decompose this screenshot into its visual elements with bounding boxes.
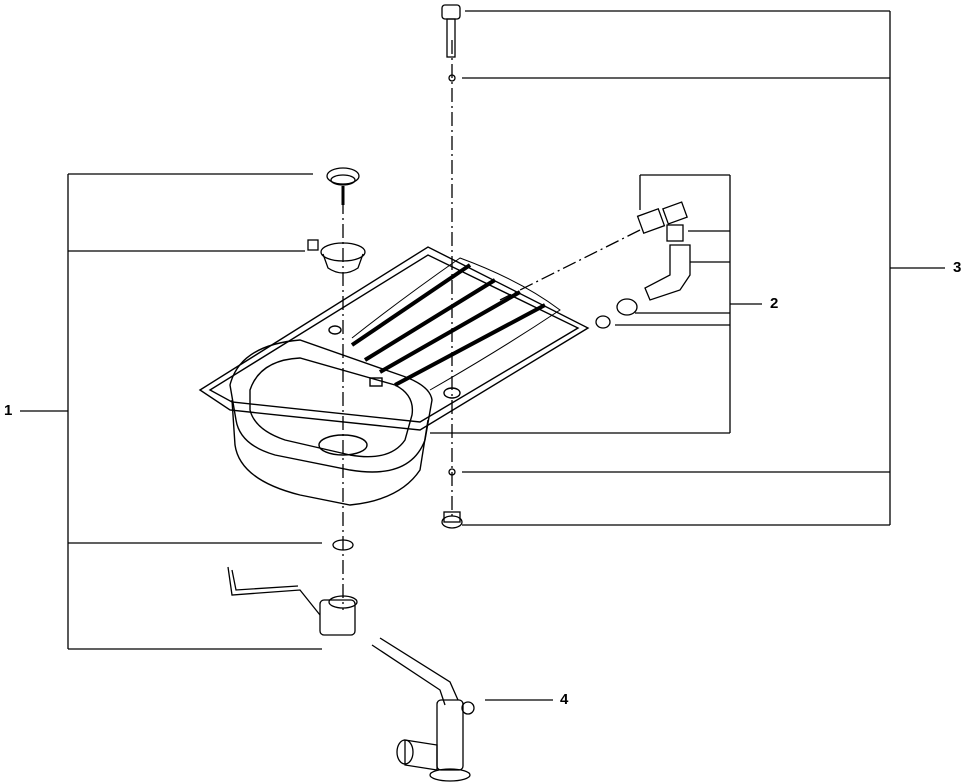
pop-up-cable-and-valve: [227, 566, 358, 636]
callout-label-1: 1: [4, 402, 13, 419]
waste-outlet: [307, 239, 366, 274]
callout-label-2: 2: [770, 295, 779, 312]
callout-label-4: 4: [560, 691, 569, 708]
overflow-knob: [441, 4, 461, 82]
trap-siphon: [371, 637, 475, 782]
callout-label-3: 3: [953, 259, 962, 276]
sink-body: [198, 246, 590, 506]
callout-bracket-2: [430, 174, 762, 434]
lower-fittings: [332, 468, 463, 551]
callout-bracket-1: [20, 173, 322, 650]
overflow-set: [595, 201, 691, 329]
strainer-basket: [326, 167, 360, 205]
axis-lines: [342, 40, 641, 610]
drainer-grooves: [350, 263, 546, 387]
callout-bracket-3: [462, 10, 945, 526]
